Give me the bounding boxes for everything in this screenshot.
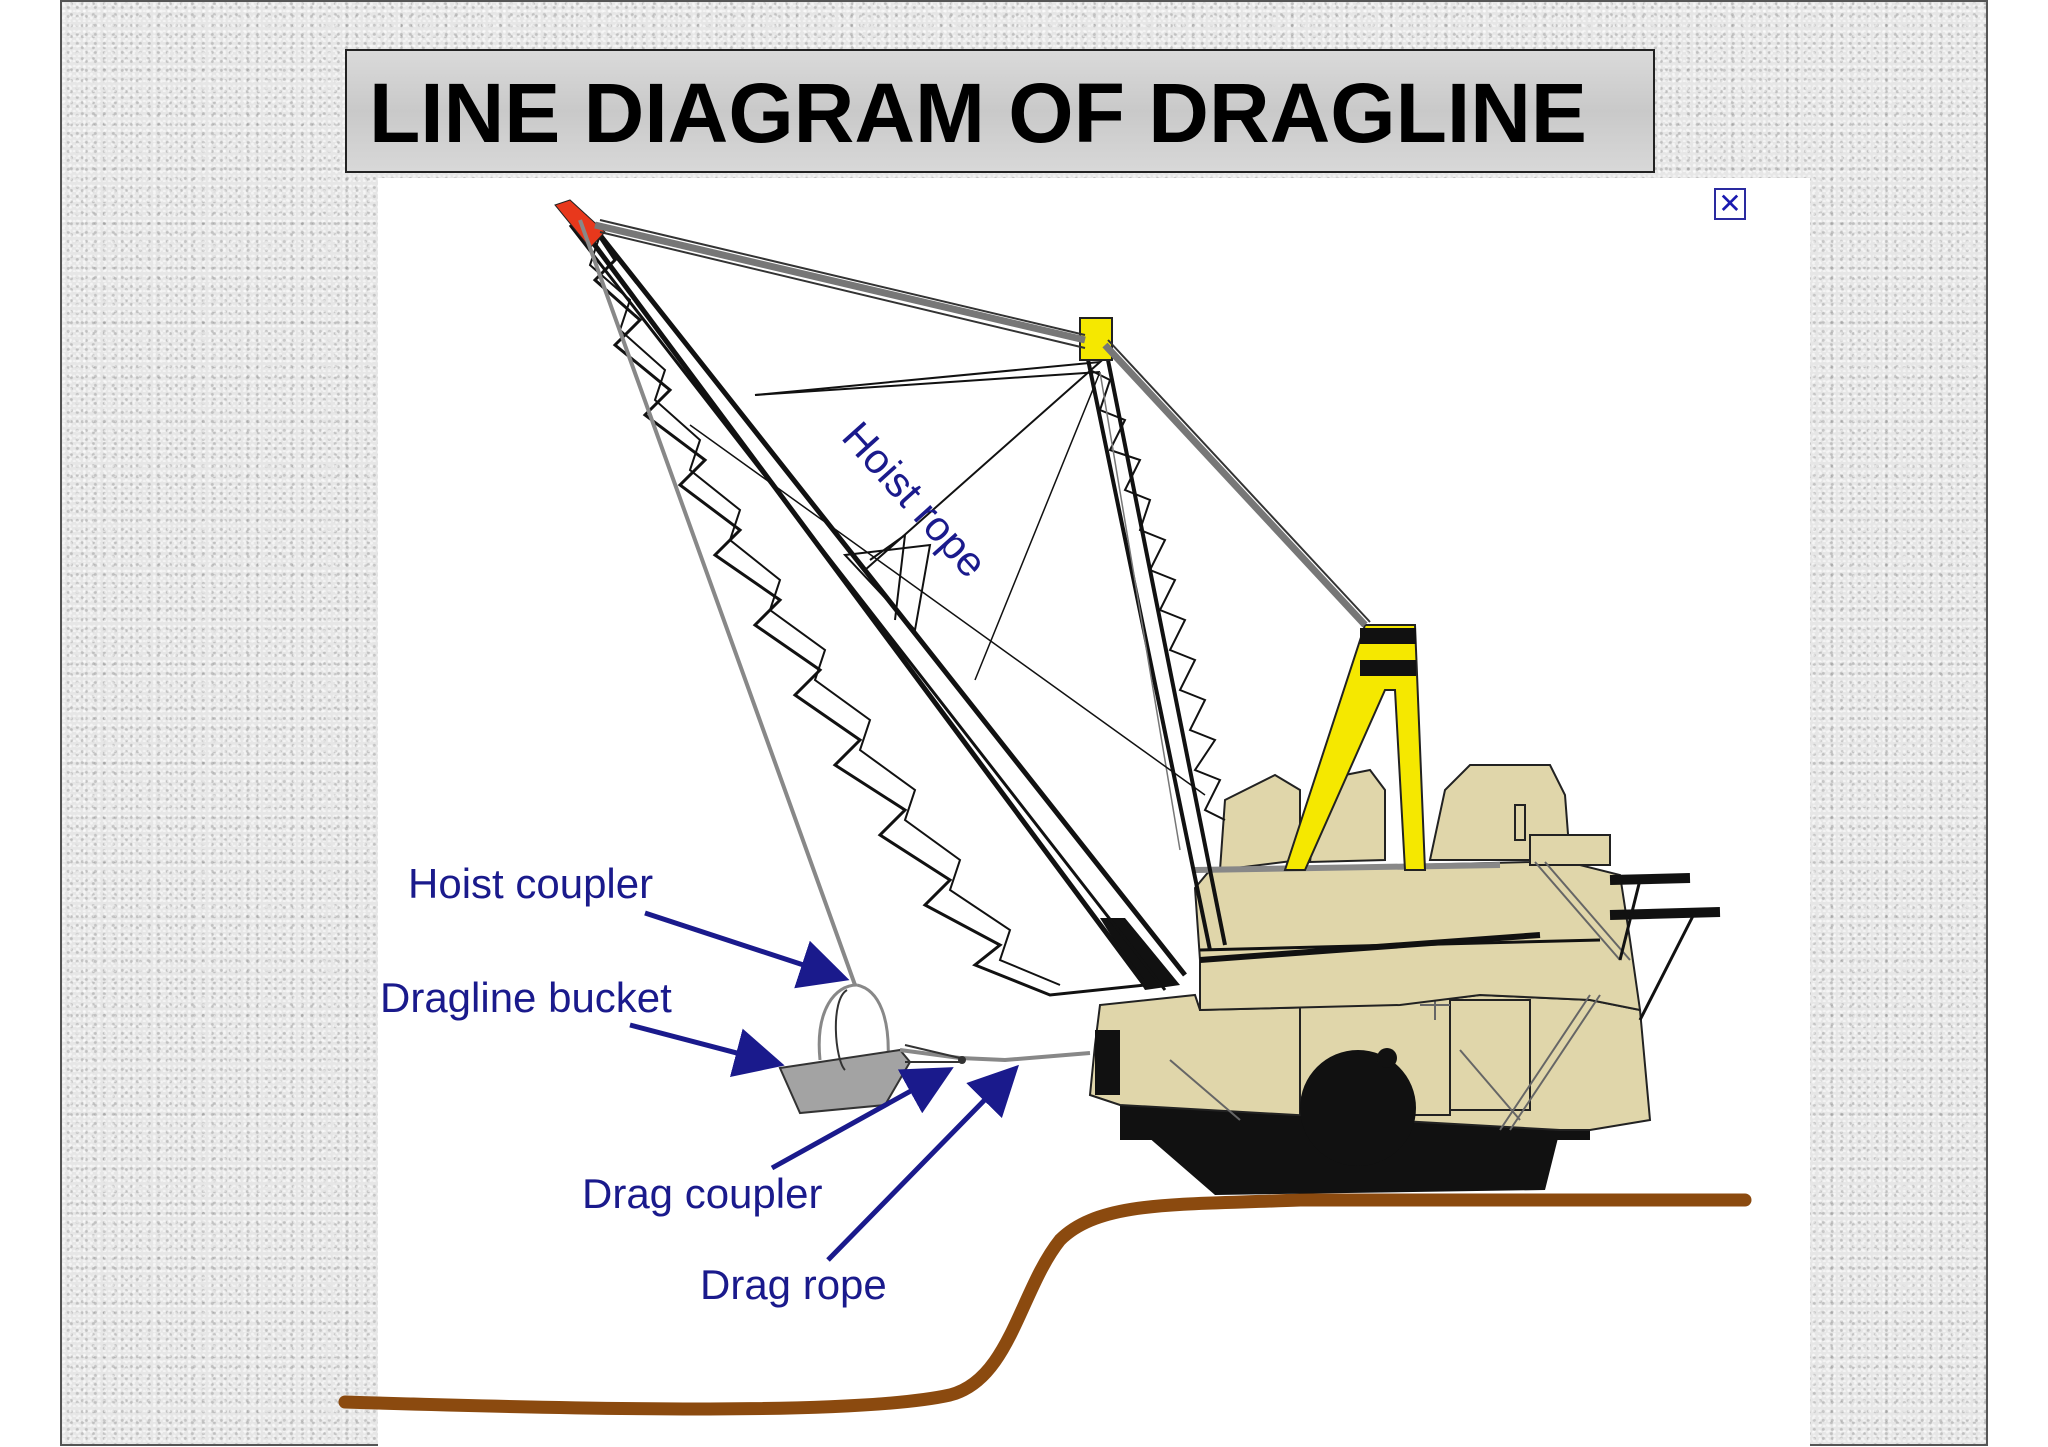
bucket-assembly [778, 983, 1091, 1115]
drag-coupler [958, 1056, 966, 1064]
machine-upper-house [1193, 764, 1642, 1012]
hoist-rope [578, 219, 857, 986]
boom-foot [1100, 918, 1180, 990]
arrow-hoist-coupler [644, 910, 850, 989]
mast-head [1079, 317, 1113, 361]
machine-drum [1300, 1050, 1416, 1166]
arrow-dragline-bucket [629, 1022, 785, 1078]
boom [562, 203, 1187, 997]
arrow-drag-coupler [770, 1067, 954, 1171]
title-box: LINE DIAGRAM OF DRAGLINE [345, 49, 1655, 173]
close-icon[interactable]: ✕ [1714, 188, 1746, 220]
label-drag-rope: Drag rope [700, 1261, 887, 1308]
label-dragline-bucket: Dragline bucket [380, 974, 672, 1021]
mast [1083, 344, 1227, 951]
arrows [629, 910, 1019, 1262]
support-cables [594, 219, 1371, 851]
a-frame [1283, 624, 1427, 871]
label-drag-coupler: Drag coupler [582, 1170, 822, 1217]
machine-outriggers [1609, 873, 1721, 1021]
machine-drum-knob [1377, 1048, 1397, 1068]
page-title: LINE DIAGRAM OF DRAGLINE [369, 66, 1587, 160]
slide: LINE DIAGRAM OF DRAGLINE [60, 0, 1988, 1446]
dragline-bucket [778, 1048, 912, 1115]
arrow-drag-rope [826, 1064, 1019, 1262]
label-hoist-coupler: Hoist coupler [408, 860, 653, 907]
ground-line [338, 1193, 1752, 1416]
machine-ladders [1169, 861, 1631, 1131]
